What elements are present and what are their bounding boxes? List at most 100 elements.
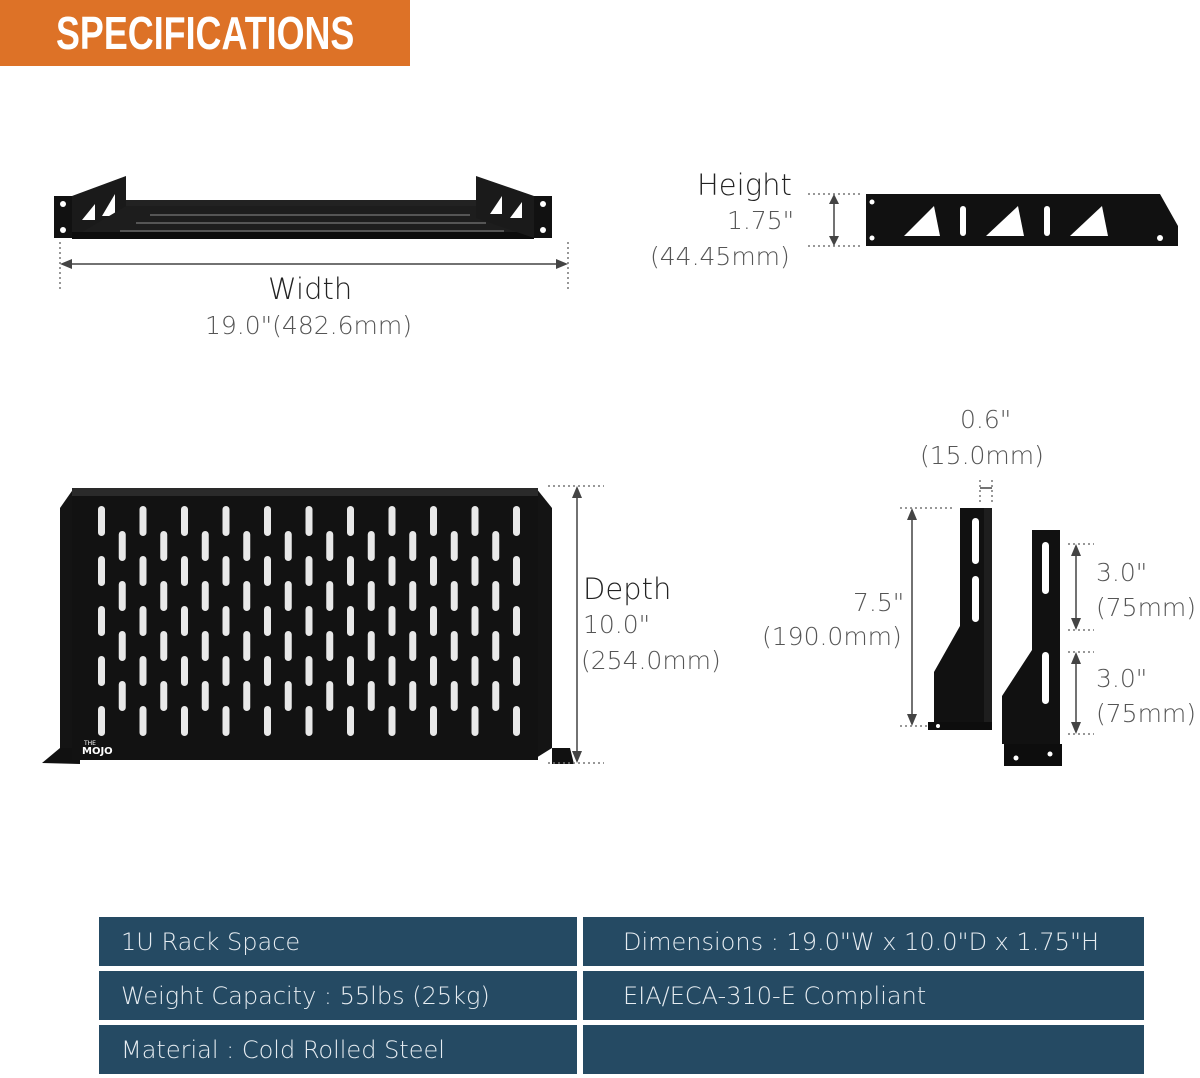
vent-slot: [264, 556, 271, 586]
vent-slot: [409, 531, 417, 561]
slot-upper-value: 3.0": [1096, 558, 1148, 587]
brand-name: MOJO: [82, 746, 113, 757]
vent-slot: [492, 581, 500, 611]
vent-slot: [450, 681, 458, 711]
vent-slot: [492, 681, 500, 711]
vent-slot: [388, 706, 396, 736]
vent-slot: [181, 706, 188, 736]
vent-slot: [347, 556, 354, 586]
vent-slot: [471, 556, 479, 586]
rear-brackets-image: [900, 480, 1094, 766]
depth-metric: (254.0mm): [581, 646, 721, 675]
vent-slot: [160, 531, 168, 561]
vent-slot: [430, 606, 437, 636]
vent-slot: [284, 531, 292, 561]
vent-slot: [222, 706, 230, 736]
vent-slot: [430, 556, 437, 586]
vent-slot: [513, 706, 520, 736]
vent-slot: [222, 656, 230, 686]
vent-slot: [367, 681, 375, 711]
vent-slot: [98, 506, 105, 536]
vent-slot: [347, 606, 354, 636]
vent-slot: [388, 556, 396, 586]
vent-slot: [450, 631, 458, 661]
vent-slot: [492, 631, 500, 661]
spec-cell-r3-c2: [583, 1025, 1144, 1074]
vent-slot: [471, 706, 479, 736]
vent-slot: [181, 506, 188, 536]
vent-slot: [264, 656, 271, 686]
vent-slot: [409, 581, 417, 611]
vent-slot: [326, 531, 334, 561]
vent-slot: [118, 681, 126, 711]
vent-slot: [201, 631, 209, 661]
bracket-length-value: 7.5": [853, 588, 905, 617]
vent-slot: [98, 706, 105, 736]
vent-slot: [367, 581, 375, 611]
vent-slot: [347, 656, 354, 686]
vent-slot: [326, 681, 334, 711]
vent-slot: [118, 631, 126, 661]
vent-slot: [513, 656, 520, 686]
vent-slot: [388, 506, 396, 536]
spec-cell-r1-c2: Dimensions : 19.0"W x 10.0"D x 1.75"H: [583, 917, 1144, 966]
height-label: Height: [697, 168, 792, 202]
vent-slot: [305, 506, 313, 536]
vent-slot: [181, 556, 188, 586]
vent-slot: [367, 631, 375, 661]
slot-lower-value: 3.0": [1096, 664, 1148, 693]
vent-slot: [243, 631, 251, 661]
vent-slot: [388, 606, 396, 636]
vent-slot: [388, 656, 396, 686]
vent-slot: [139, 706, 147, 736]
vent-slot: [98, 556, 105, 586]
vent-slot: [181, 656, 188, 686]
height-value: 1.75": [727, 206, 795, 235]
depth-label: Depth: [583, 572, 672, 606]
vent-slot: [409, 631, 417, 661]
vent-slot: [264, 606, 271, 636]
spec-cell-r2-c2: EIA/ECA-310-E Compliant: [583, 971, 1144, 1020]
vent-slot: [139, 656, 147, 686]
vent-slot: [243, 681, 251, 711]
height-metric: (44.45mm): [650, 242, 790, 271]
vent-slot: [430, 506, 437, 536]
banner-title: SPECIFICATIONS: [56, 7, 355, 59]
brand-small: THE: [83, 740, 96, 747]
vent-slot: [160, 581, 168, 611]
vent-slot: [222, 506, 230, 536]
vent-slot: [201, 681, 209, 711]
vent-slot: [118, 581, 126, 611]
vent-slot: [305, 656, 313, 686]
vent-slot: [98, 606, 105, 636]
vent-slot: [305, 556, 313, 586]
vent-slot: [367, 531, 375, 561]
vent-slot: [243, 581, 251, 611]
vent-slot: [118, 531, 126, 561]
specifications-banner: SPECIFICATIONS: [0, 0, 410, 66]
vent-slot: [305, 606, 313, 636]
shelf-side-view-image: [808, 193, 1178, 247]
vent-slot: [284, 581, 292, 611]
vent-slot: [160, 681, 168, 711]
vent-slot: [347, 706, 354, 736]
vent-slot: [450, 531, 458, 561]
bracket-thickness-value: 0.6": [960, 405, 1012, 434]
vent-slot: [222, 606, 230, 636]
bracket-length-metric: (190.0mm): [762, 622, 902, 651]
vent-slot: [98, 656, 105, 686]
vent-slot: [450, 581, 458, 611]
spec-cell-r2-c1: Weight Capacity : 55lbs (25kg): [99, 971, 577, 1020]
shelf-top-view-image: THE MOJO: [42, 485, 604, 764]
vent-slot: [326, 631, 334, 661]
vent-slot: [139, 606, 147, 636]
vent-slot: [222, 556, 230, 586]
vent-slot: [284, 681, 292, 711]
vent-slot: [430, 706, 437, 736]
spec-cell-r3-c1: Material : Cold Rolled Steel: [99, 1025, 577, 1074]
vent-slot: [160, 631, 168, 661]
width-label: Width: [268, 272, 353, 306]
vent-slot: [201, 531, 209, 561]
vent-slot: [471, 506, 479, 536]
vent-slot: [181, 606, 188, 636]
